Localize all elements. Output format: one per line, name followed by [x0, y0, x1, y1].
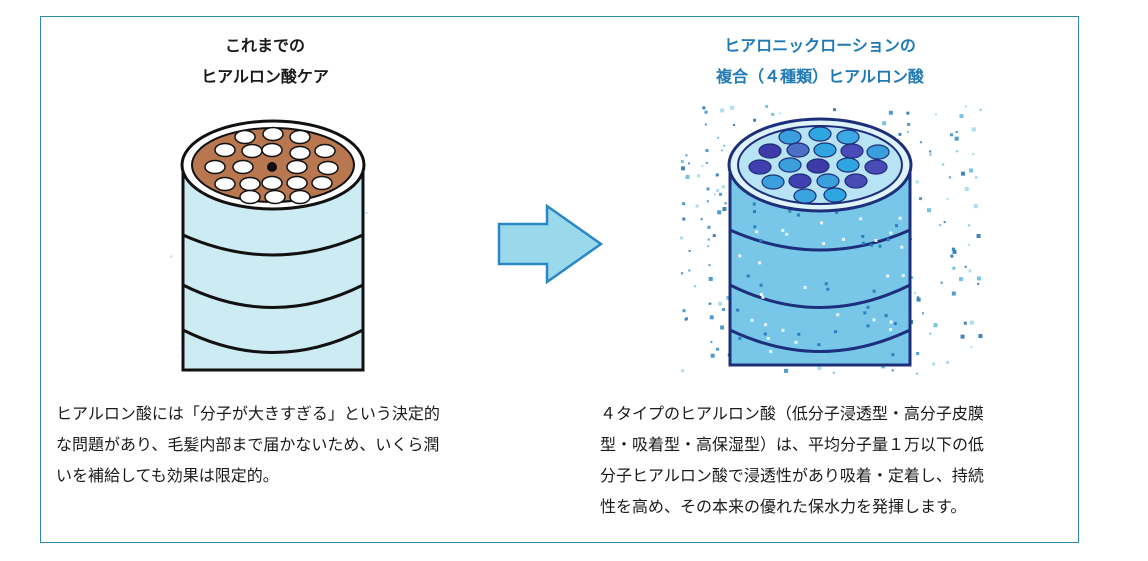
- left-cell: [239, 176, 261, 192]
- left-cell: [286, 159, 308, 175]
- left-description: ヒアルロン酸には「分子が大きすぎる」という決定的 な問題があり、毛髪内部まで届か…: [56, 398, 536, 491]
- right-cell: [866, 144, 890, 160]
- left-cell: [317, 160, 339, 176]
- right-cell: [840, 143, 864, 159]
- hair-cross-section-illustration: [170, 119, 368, 372]
- hair-cross-section-hyaluronic-illustration: [680, 105, 983, 375]
- right-description-line-2: 型・吸着型・高保湿型）は、平均分子量１万以下の低: [600, 435, 985, 454]
- left-cell: [289, 129, 311, 145]
- right-cell: [836, 157, 860, 173]
- left-cell: [262, 126, 284, 142]
- left-cell: [234, 129, 256, 145]
- left-description-line-2: な問題があり、毛髪内部まで届かないため、いくら潤: [56, 435, 440, 454]
- right-cell: [788, 173, 812, 189]
- left-title-line-1: これまでの: [224, 36, 305, 55]
- right-description-line-4: 性を高め、その本来の優れた保水力を発揮します。: [600, 497, 967, 516]
- right-description-line-1: ４タイプのヒアルロン酸（低分子浸透型・高分子皮膜: [600, 404, 984, 423]
- right-cell: [808, 126, 832, 142]
- right-cell: [786, 142, 810, 158]
- left-cell: [311, 175, 333, 191]
- right-cell: [836, 129, 860, 145]
- right-cell: [758, 143, 782, 159]
- left-title: これまでの ヒアルロン酸ケア: [150, 30, 380, 92]
- right-cell: [778, 129, 802, 145]
- right-cell: [816, 173, 840, 189]
- left-cell: [241, 143, 263, 159]
- right-cell: [793, 188, 817, 204]
- right-cell: [806, 158, 830, 174]
- left-cell: [232, 159, 254, 175]
- left-cell: [289, 189, 311, 205]
- left-description-line-1: ヒアルロン酸には「分子が大きすぎる」という決定的: [56, 404, 440, 423]
- left-cell: [289, 145, 311, 161]
- right-hair-cells: [748, 126, 890, 204]
- right-description-line-3: 分子ヒアルロン酸で浸透性があり吸着・定着し、持続: [600, 466, 984, 485]
- right-title: ヒアロニックローションの 複合（４種類）ヒアルロン酸: [670, 30, 970, 92]
- right-title-line-2: 複合（４種類）ヒアルロン酸: [716, 67, 924, 86]
- left-description-line-3: いを補給しても効果は限定的。: [56, 466, 279, 485]
- right-arrow-icon: [497, 203, 604, 285]
- left-title-line-2: ヒアルロン酸ケア: [201, 67, 329, 86]
- left-cell: [264, 189, 286, 205]
- right-cell: [813, 142, 837, 158]
- left-cell: [261, 142, 283, 158]
- right-cell: [761, 174, 785, 190]
- right-cell: [844, 173, 868, 189]
- left-cell: [239, 189, 261, 205]
- right-cell: [823, 187, 847, 203]
- left-cell: [204, 159, 226, 175]
- left-hair-cells: [204, 126, 339, 205]
- left-cell: [314, 143, 336, 159]
- right-description: ４タイプのヒアルロン酸（低分子浸透型・高分子皮膜 型・吸着型・高保湿型）は、平均…: [600, 398, 1065, 522]
- left-cell: [286, 175, 308, 191]
- right-cell: [748, 159, 772, 175]
- left-cell: [261, 175, 283, 191]
- right-cell: [864, 159, 888, 175]
- right-title-line-1: ヒアロニックローションの: [724, 36, 916, 55]
- left-cell: [214, 142, 236, 158]
- left-cell: [214, 176, 236, 192]
- right-cell: [778, 157, 802, 173]
- left-core-dot: [267, 162, 277, 172]
